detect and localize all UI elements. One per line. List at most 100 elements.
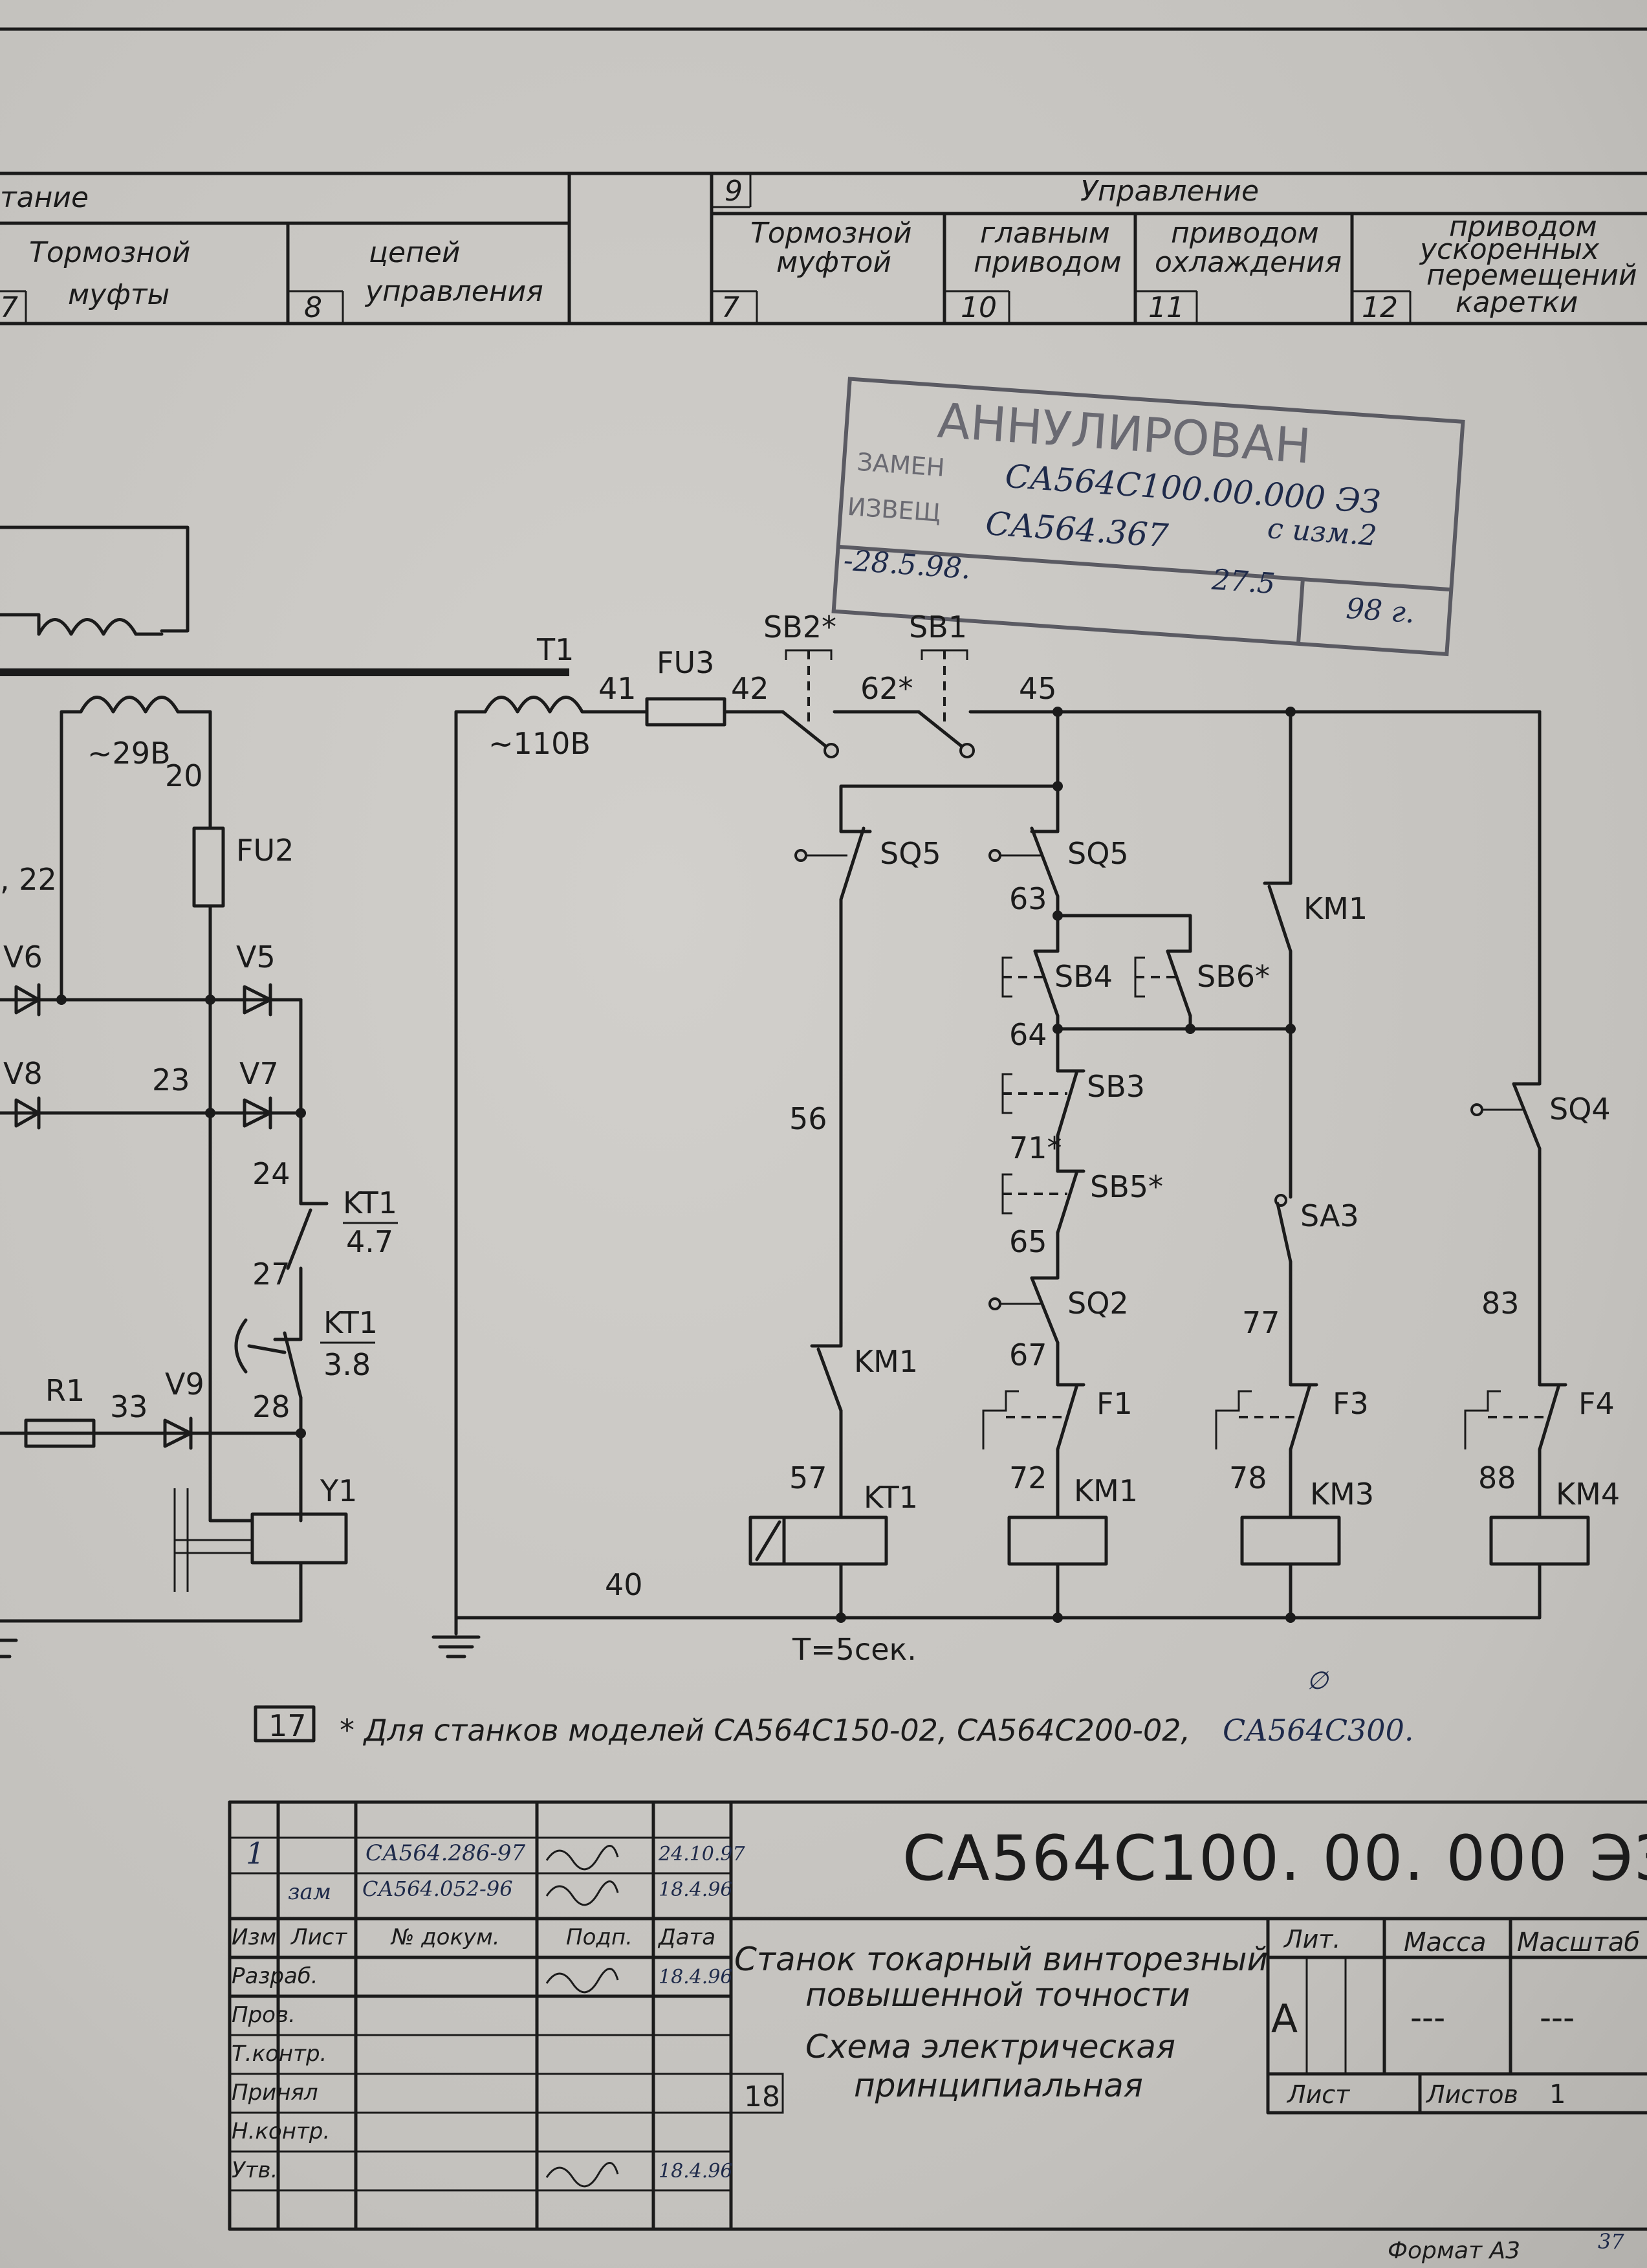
role-accepted: Принял (232, 2080, 318, 2106)
label-83: 83 (1481, 1286, 1520, 1321)
drawing-number: СА564С100. 00. 000 ЭЗ (902, 1822, 1647, 1895)
contact-sb6 (1166, 949, 1192, 1018)
label-77: 77 (1242, 1305, 1280, 1340)
contact-sq5-b (1030, 826, 1060, 898)
contact-sb3 (1056, 1069, 1079, 1138)
diode-v9 (163, 1416, 193, 1450)
header-rapid-line3: перемещений (1426, 259, 1637, 292)
contact-kt1-3-8 (283, 1331, 303, 1400)
signature-rev2 (545, 1880, 619, 1906)
label-41: 41 (598, 671, 637, 706)
stamp-row2-label: ИЗВЕЩ (846, 492, 941, 527)
diode-v6 (14, 983, 41, 1017)
stamp-signature-date: -28.5.98. (842, 544, 972, 586)
label-y1: Y1 (320, 1473, 357, 1508)
header-main-line2: приводом (974, 246, 1122, 279)
header-brake-line1: Тормозной (29, 236, 191, 269)
label-sq4: SQ4 (1549, 1092, 1611, 1127)
label-sheet: Лист (1286, 2080, 1351, 2109)
signature-rev1 (545, 1845, 619, 1871)
header-brake2-line1: Тормозной (750, 217, 912, 250)
contact-km1-b (1267, 885, 1293, 953)
label-km3: KM3 (1310, 1477, 1374, 1512)
role-tcontrol: Т.контр. (232, 2041, 327, 2067)
header-cool-line1: приводом (1171, 217, 1319, 250)
diode-v7 (243, 1096, 272, 1130)
col-list: Лист (290, 1924, 347, 1950)
contact-sb1 (917, 710, 969, 753)
label-63: 63 (1009, 881, 1047, 916)
winding-110v (483, 696, 584, 714)
col-izm: Изм (232, 1924, 276, 1950)
diode-v5 (243, 983, 272, 1017)
label-sb2: SB2* (763, 610, 836, 644)
label-t1: T1 (536, 632, 574, 667)
stamp-date-day: 27.5 (1210, 563, 1276, 600)
contact-km1-a (816, 1347, 843, 1413)
contact-kt1-4-7 (286, 1208, 312, 1270)
ground-icon (431, 1616, 481, 1658)
footnote-text: * Для станков моделей СА564С150-02, СА56… (340, 1713, 1190, 1748)
label-88: 88 (1478, 1460, 1516, 1495)
rev2-list: зам (288, 1879, 331, 1905)
label-sq2: SQ2 (1067, 1286, 1129, 1321)
header-brake-line2: муфты (68, 278, 169, 311)
rev2-date: 18.4.96 (659, 1878, 733, 1901)
sheets-count: 1 (1549, 2080, 1565, 2109)
header-main-line1: главным (980, 217, 1110, 250)
label-27: 27 (252, 1257, 290, 1292)
stamp-date-year: 98 г. (1345, 592, 1416, 630)
rev2-notice: СА564.052-96 (362, 1877, 513, 1901)
label-78: 78 (1229, 1460, 1267, 1495)
label-71: 71* (1009, 1130, 1062, 1165)
title-line3: Схема электрическая (805, 2028, 1175, 2065)
label-mass: Масса (1404, 1928, 1487, 1957)
mass-value: --- (1410, 1999, 1445, 2036)
label-57: 57 (789, 1460, 827, 1495)
header-col-supply: тание (0, 181, 89, 214)
fuse-fu2 (192, 826, 225, 908)
coil-y1 (250, 1512, 348, 1565)
label-km1-b: KM1 (1303, 891, 1368, 926)
footnote-handwritten-model: СА564С300. (1223, 1713, 1413, 1748)
label-23: 23 (152, 1062, 190, 1097)
label-sheets: Листов (1425, 2080, 1518, 2109)
letter-value: A (1271, 1996, 1298, 2042)
label-kt1-coil: KT1 (864, 1480, 918, 1515)
control-circuit: T1 ~110В 41 FU3 42 SB2* 62* SB1 45 (431, 610, 1620, 1667)
label-f3: F3 (1333, 1386, 1369, 1421)
transformer-core (0, 668, 569, 676)
title-block: СА564С100. 00. 000 ЭЗ Станок токарный ви… (228, 1800, 1647, 2264)
contact-sb5 (1056, 1169, 1079, 1235)
developer-date: 18.4.96 (659, 1966, 733, 1988)
label-67: 67 (1009, 1338, 1047, 1372)
label-72: 72 (1009, 1460, 1047, 1495)
label-56: 56 (789, 1101, 827, 1136)
contact-f4 (1538, 1383, 1561, 1451)
label-40: 40 (605, 1567, 643, 1602)
label-v6: V6 (3, 940, 43, 974)
header-rapid-line1: приводом (1449, 210, 1597, 243)
title-line2: повышенной точности (805, 1976, 1190, 2014)
footnote: 17 * Для станков моделей СА564С150-02, С… (254, 1666, 1413, 1748)
label-kt1-b: KT1 (323, 1305, 378, 1340)
label-3-8: 3.8 (323, 1347, 371, 1382)
relay-kt1 (748, 1515, 888, 1566)
rev1-notice: СА564.286-97 (365, 1840, 525, 1866)
signature-developer (545, 1968, 619, 1994)
title-line1: Станок токарный винторезный (734, 1941, 1268, 1978)
label-sb6: SB6* (1197, 959, 1270, 994)
label-45: 45 (1019, 671, 1057, 706)
header-num-12: 12 (1362, 291, 1398, 324)
role-developer: Разраб. (232, 1963, 318, 1989)
label-65: 65 (1009, 1224, 1047, 1259)
contact-sq2 (1030, 1276, 1060, 1345)
scale-value: --- (1540, 1999, 1575, 2036)
page-handwritten-number: 37 (1598, 2229, 1624, 2254)
label-62: 62* (860, 671, 913, 706)
footnote-mark: ∅ (1307, 1666, 1329, 1695)
header-num-10: 10 (961, 291, 997, 324)
col-date: Дата (657, 1924, 715, 1950)
rev1-date: 24.10.97 (658, 1843, 746, 1866)
